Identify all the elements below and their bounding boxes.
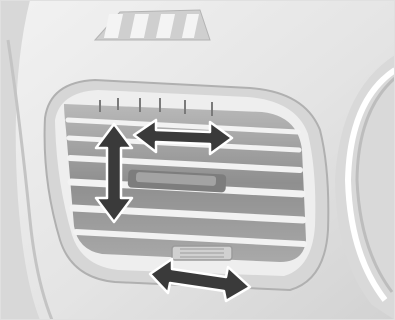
vent-thumbwheel: [172, 246, 232, 260]
defroster-vent: [95, 10, 210, 40]
